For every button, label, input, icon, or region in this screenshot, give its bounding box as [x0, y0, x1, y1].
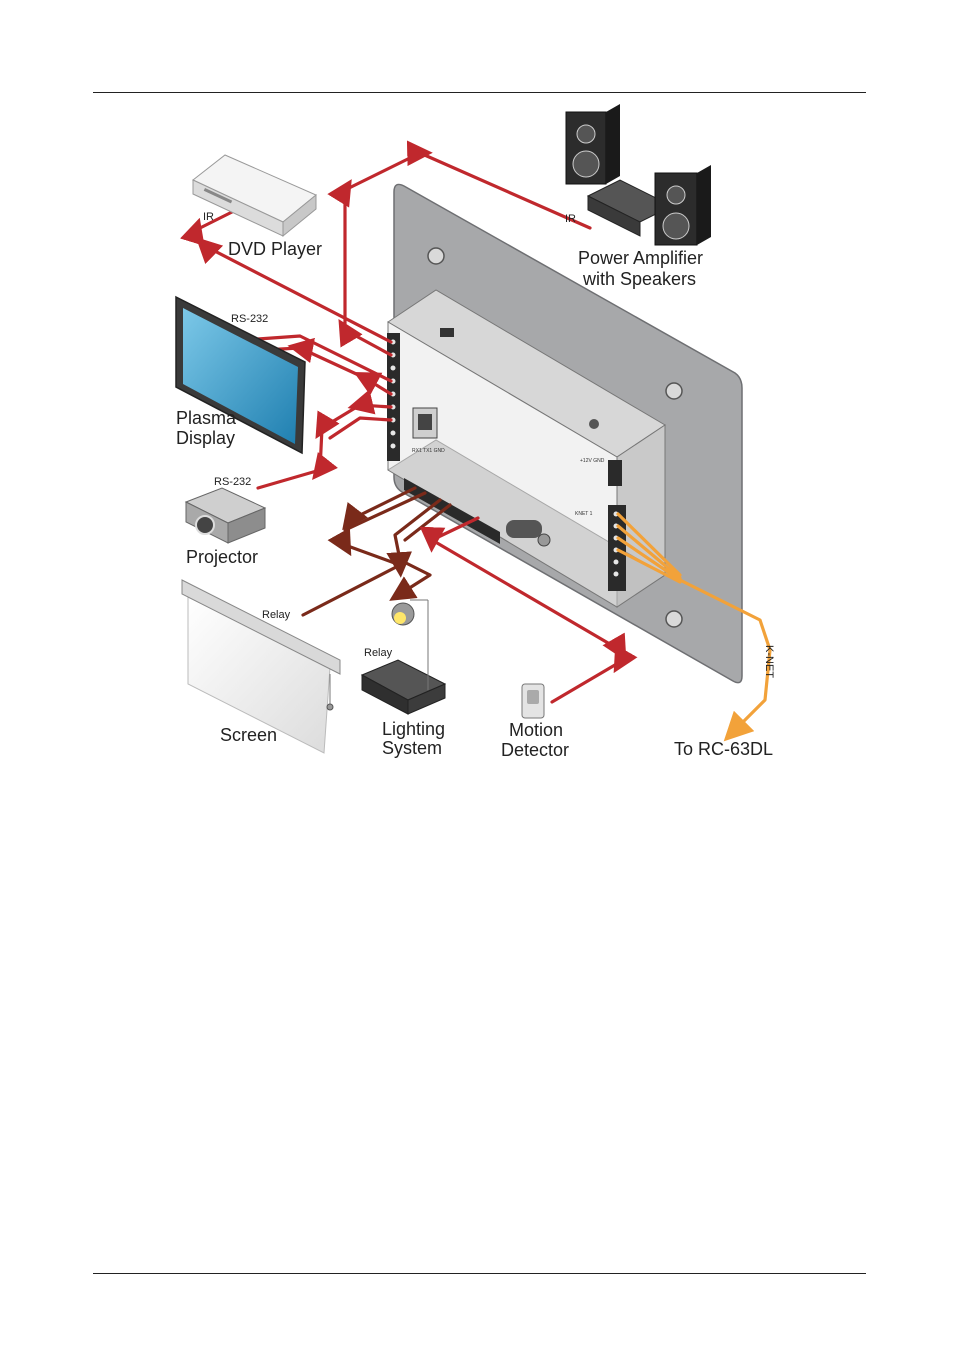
lens-icon — [195, 515, 215, 535]
ground-connector — [506, 520, 542, 538]
speaker-left — [565, 104, 620, 185]
plasma-label-2: Display — [176, 428, 235, 448]
screw-icon — [665, 382, 683, 400]
motion-label-1: Motion — [509, 720, 563, 740]
knet-label: K-NET — [763, 645, 775, 678]
speaker-right — [654, 165, 711, 246]
ir-amp-label: IR — [565, 213, 576, 225]
relay-lighting-label: Relay — [364, 647, 393, 659]
projection-screen — [181, 579, 341, 754]
cable-motion-detector — [419, 516, 638, 704]
lighting-label-2: System — [382, 738, 442, 758]
ir-sensor-icon — [589, 419, 599, 429]
plasma-display — [175, 295, 306, 455]
cable-knet-fan — [616, 512, 682, 584]
rs232-plasma-label: RS-232 — [231, 313, 268, 325]
plasma-label-1: Plasma — [176, 408, 237, 428]
dvd-player — [192, 154, 317, 238]
cable-relay-screen — [301, 486, 417, 617]
screw-icon — [665, 610, 683, 628]
speaker-icon — [666, 185, 686, 205]
cable-rs232-projector — [256, 389, 393, 490]
sensor-icon — [527, 690, 539, 704]
cable-knet — [678, 578, 772, 742]
projector-label: Projector — [186, 547, 258, 567]
terminal-block-left — [387, 333, 400, 461]
motion-detector — [521, 683, 545, 719]
projector — [184, 487, 267, 544]
program-port — [440, 328, 454, 337]
ir-dvd-label: IR — [203, 211, 214, 223]
lighting-label-1: Lighting — [382, 719, 445, 739]
motion-label-2: Detector — [501, 740, 569, 760]
svg-text:+12V GND: +12V GND — [580, 458, 605, 464]
to-rc-label: To RC-63DL — [674, 739, 773, 759]
cable-rs232-projector-2 — [328, 416, 393, 440]
cable-relay-screen-2 — [343, 491, 427, 532]
relay-screen-label: Relay — [262, 609, 291, 621]
speaker-icon — [576, 124, 596, 144]
header-rule — [93, 92, 866, 93]
svg-text:KNET 1: KNET 1 — [575, 511, 593, 517]
svg-text:RX1 TX1 GND: RX1 TX1 GND — [412, 448, 445, 454]
footer-rule — [93, 1273, 866, 1274]
cable-ir-dvd — [180, 210, 393, 344]
rs232-projector-label: RS-232 — [214, 476, 251, 488]
cable-rs232-plasma-2 — [260, 337, 393, 396]
screw-icon — [427, 247, 445, 265]
power-terminal — [608, 460, 622, 486]
cable-relay-lighting-2 — [403, 503, 452, 542]
cable-relay-lighting — [389, 498, 442, 601]
screen-label: Screen — [220, 725, 277, 745]
lighting-system — [360, 599, 447, 715]
power-amp-label-2: with Speakers — [582, 269, 696, 289]
dvd-player-label: DVD Player — [228, 239, 322, 259]
power-amp-label-1: Power Amplifier — [578, 248, 703, 268]
